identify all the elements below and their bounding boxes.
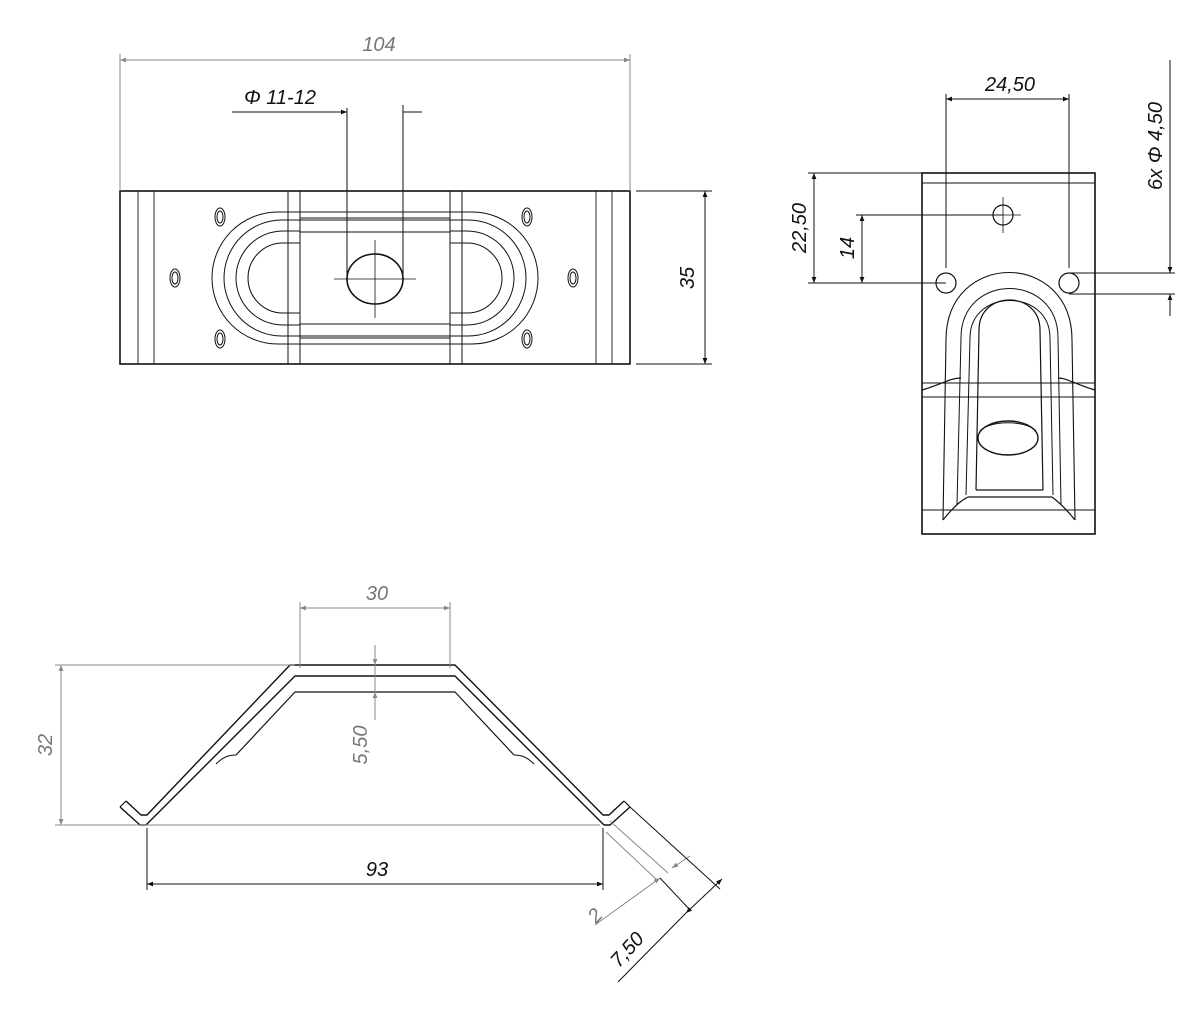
front-view [119,190,631,365]
section-height-dimension: 32 [35,734,57,756]
section-base-width-dimension: 93 [366,859,388,881]
side-slot-hole [977,420,1039,456]
side-spacing-dimension: 24,50 [984,74,1035,96]
front-width-dimension: 104 [362,34,395,56]
section-depth-dimension: 5,50 [350,726,372,765]
side-view [921,172,1096,535]
mounting-hole [169,207,579,349]
section-top-width-dimension: 30 [366,583,388,605]
section-view-dimensions [55,602,723,983]
side-height-dimension: 22,50 [789,203,811,254]
side-hole-height-dimension: 14 [837,237,859,259]
side-view-dimensions [808,60,1175,316]
front-height-dimension: 35 [677,266,699,289]
side-holes-dimension: 6x Φ 4,50 [1145,102,1167,190]
side-hole-right [1058,272,1080,294]
section-flange-dimension: 7,50 [606,928,648,972]
front-view-dimensions [119,54,712,365]
center-hole-dimension: Φ 11-12 [244,87,316,109]
